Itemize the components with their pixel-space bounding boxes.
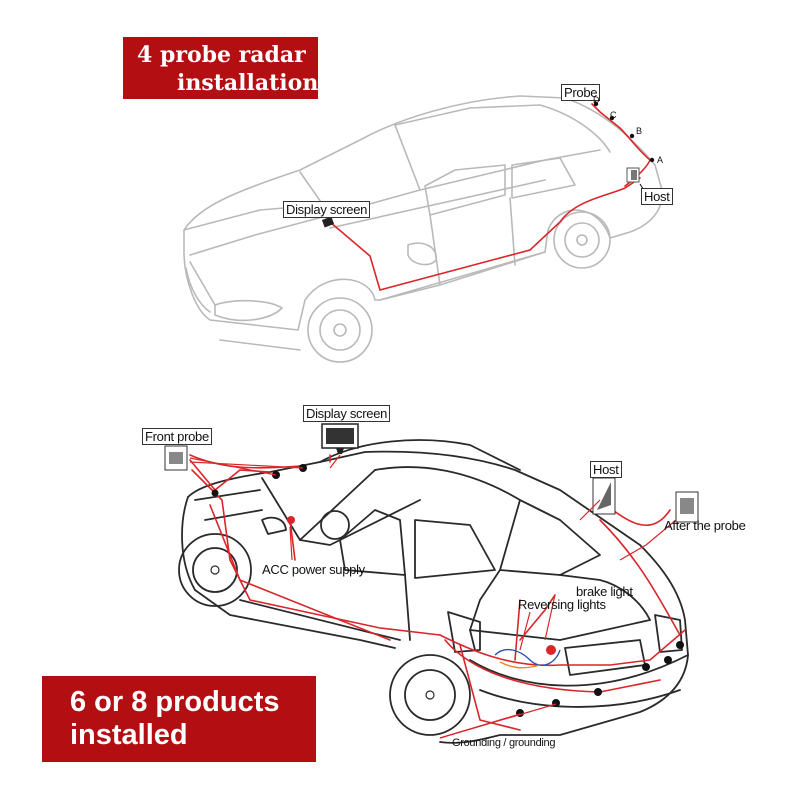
label-grounding: Grounding / grounding [452, 737, 556, 749]
label-after-the-probe: After the probe [664, 518, 746, 533]
label-display-screen-top: Display screen [283, 201, 371, 218]
top-title-line1: 4 probe radar [137, 42, 306, 68]
probe-letter-d: D [593, 95, 600, 105]
bottom-title-banner: 6 or 8 products installed [42, 676, 316, 762]
top-title-line2: installation [177, 70, 319, 96]
probe-letter-c: C [610, 110, 617, 120]
label-host-top: Host [641, 188, 673, 205]
label-host-bottom: Host [590, 461, 622, 478]
label-reversing-lights: Reversing lights [518, 597, 606, 612]
top-title-banner: 4 probe radar installation [123, 37, 318, 99]
label-front-probe: Front probe [142, 428, 212, 445]
label-display-screen-bottom: Display screen [303, 405, 391, 422]
probe-letter-b: B [636, 126, 643, 136]
probe-letter-a: A [657, 155, 664, 165]
label-probe: Probe [561, 84, 601, 101]
label-brake-light: brake light [576, 584, 633, 599]
label-acc-power-supply: ACC power supply [262, 562, 365, 577]
bottom-title-line1: 6 or 8 products [70, 686, 280, 718]
bottom-title-line2: installed [70, 719, 188, 751]
